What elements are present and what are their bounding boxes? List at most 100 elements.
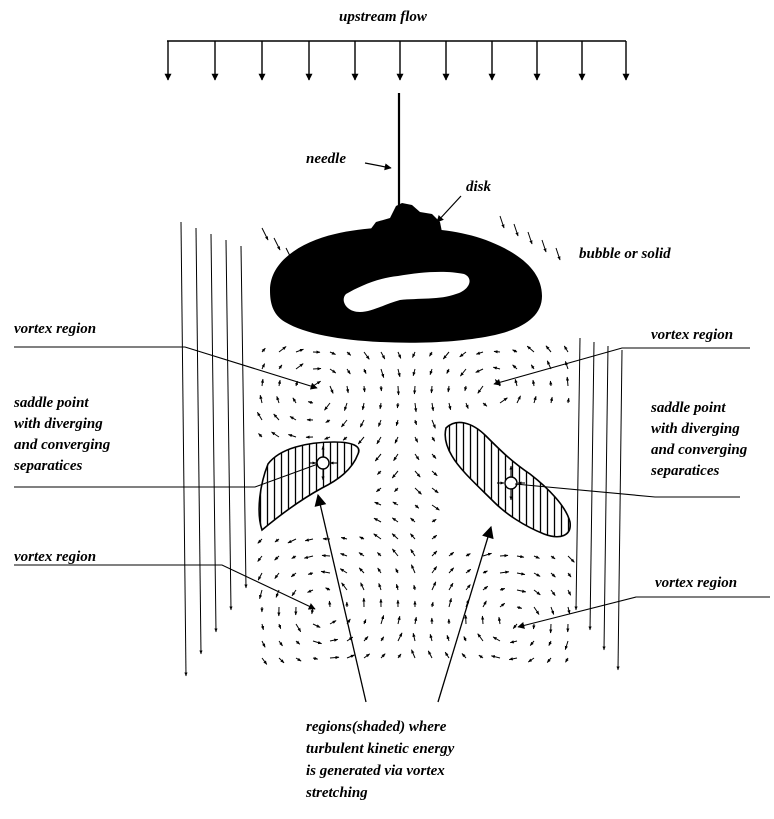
wake-vector <box>415 420 417 425</box>
wake-vector <box>330 621 336 624</box>
wake-vector <box>432 403 433 411</box>
wake-vector <box>304 556 313 558</box>
wake-vector <box>360 537 365 539</box>
vortex-region-upper-left-label: vortex region <box>14 319 96 340</box>
wake-vector <box>347 386 348 393</box>
wake-vector <box>329 601 330 607</box>
wake-vector <box>414 386 415 394</box>
wake-vector <box>531 365 534 369</box>
wake-vector <box>483 403 487 406</box>
wake-vector <box>398 369 400 377</box>
wake-vector <box>494 351 500 352</box>
wake-vector <box>528 658 534 662</box>
vortex-region-lower-left-label: vortex region <box>14 547 96 568</box>
wake-vector <box>432 535 437 539</box>
wake-vector <box>325 403 331 410</box>
wake-vector <box>279 624 281 629</box>
wake-vector <box>292 556 296 559</box>
wake-vector <box>533 380 534 386</box>
wake-vector <box>258 539 262 543</box>
wake-vector <box>308 573 313 574</box>
wake-vector <box>499 617 500 624</box>
wake-vector <box>361 583 364 590</box>
vortex-region-upper-left-leader <box>14 347 317 388</box>
wake-vector <box>500 603 505 607</box>
wake-vector <box>515 379 517 386</box>
wake-vector <box>551 397 552 403</box>
wake-vector <box>478 634 483 641</box>
wake-vector <box>551 573 555 577</box>
wake-vector <box>476 369 483 372</box>
wake-vector <box>364 352 369 359</box>
vortex-region-lower-left-leader <box>14 565 315 609</box>
wake-vector <box>378 568 381 573</box>
wake-vector <box>381 654 385 658</box>
bubble-or-solid-label: bubble or solid <box>579 244 671 265</box>
wake-vector <box>415 454 419 460</box>
wake-vector <box>313 381 321 386</box>
wake-vector <box>483 586 488 590</box>
wake-vector <box>483 601 486 607</box>
saddle-point-right-line-1: saddle point <box>651 398 747 419</box>
wake-vector <box>527 346 534 352</box>
wake-vector <box>534 396 536 403</box>
wake-vector <box>293 398 296 403</box>
wake-vector <box>500 398 507 403</box>
wake-vector <box>288 539 296 543</box>
wake-vector <box>343 437 347 440</box>
wake-vector <box>279 380 280 386</box>
wake-vector <box>275 539 279 542</box>
wake-vector <box>374 534 381 539</box>
wake-vector <box>462 654 466 659</box>
wake-vector <box>449 403 451 410</box>
shaded-regions-caption: regions(shaded) where turbulent kinetic … <box>306 716 454 804</box>
wake-vector <box>321 571 330 573</box>
outer-streamline-left <box>181 222 186 676</box>
wake-vector <box>296 658 301 661</box>
wake-vector <box>513 350 518 352</box>
wake-vector <box>398 654 401 658</box>
wake-vector <box>330 352 336 355</box>
wake-vector <box>258 573 262 580</box>
wake-vector <box>564 346 568 352</box>
wake-vector <box>410 534 415 539</box>
wake-vector <box>517 556 524 557</box>
wake-vector <box>500 589 505 591</box>
wake-vector <box>377 471 381 475</box>
wake-vector <box>275 573 279 579</box>
wake-vector <box>413 352 416 358</box>
wake-vector <box>397 584 399 590</box>
wake-vector <box>347 655 354 658</box>
wake-vector <box>430 634 432 641</box>
wake-vector <box>341 554 348 557</box>
wake-vector <box>358 437 364 444</box>
wake-vector <box>430 352 433 356</box>
wake-vector <box>394 454 398 461</box>
wake-vector <box>466 554 470 556</box>
wake-vector <box>375 454 381 461</box>
wake-vector <box>291 573 296 577</box>
vortex-region-upper-right-label: vortex region <box>651 325 733 346</box>
deflected-flow-vector <box>528 232 532 244</box>
outer-streamline-left <box>241 246 246 588</box>
wake-vector <box>483 553 492 556</box>
wake-vector <box>432 567 437 574</box>
wake-vector <box>398 616 400 624</box>
wake-vector <box>432 602 433 607</box>
wake-vector <box>476 352 483 354</box>
wake-vector <box>381 637 384 641</box>
wake-vector <box>380 403 381 409</box>
wake-vector <box>396 569 398 573</box>
wake-vector <box>491 656 500 658</box>
wake-vector <box>493 637 500 641</box>
wake-vector <box>460 369 466 376</box>
wake-vector <box>413 369 415 376</box>
wake-vector <box>534 573 540 576</box>
wake-vector <box>258 556 262 562</box>
wake-vector <box>359 553 364 556</box>
wake-vector <box>259 434 263 438</box>
wake-vector <box>326 588 331 590</box>
wake-vector <box>413 633 415 641</box>
wake-vector <box>374 518 381 522</box>
saddle-point-right-label: saddle point with diverging and convergi… <box>651 398 747 482</box>
